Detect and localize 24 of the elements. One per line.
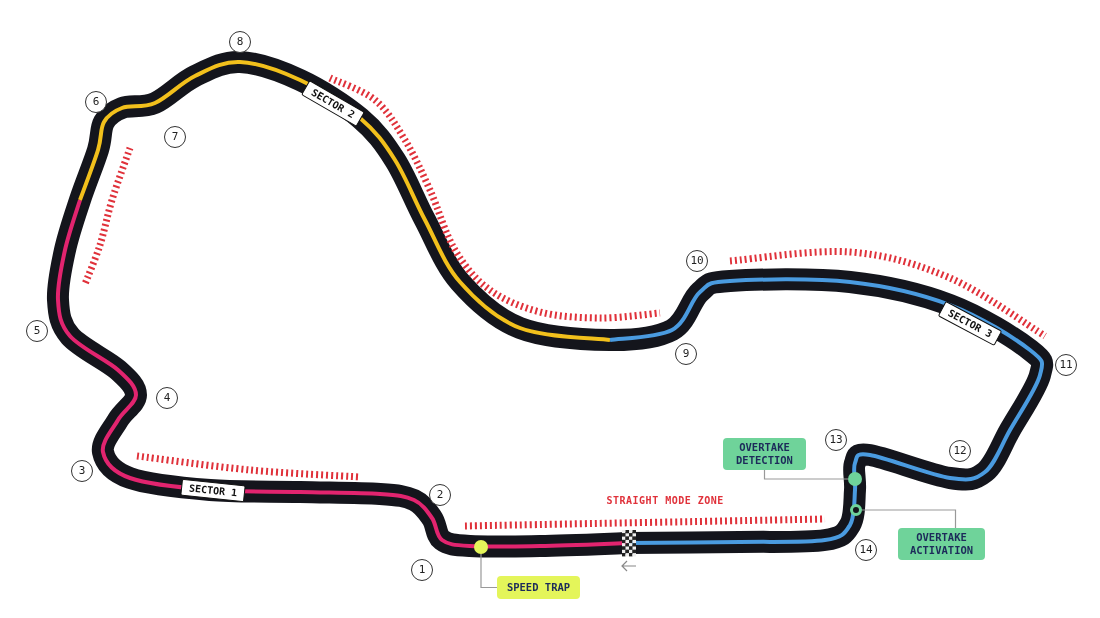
turn-number: 2: [429, 484, 451, 506]
zone-label: STRAIGHT MODE ZONE: [606, 494, 724, 506]
turn-number: 14: [855, 539, 877, 561]
leader-line: [861, 509, 957, 529]
turn-number: 4: [156, 387, 178, 409]
turn-number: 12: [949, 440, 971, 462]
turn-number: 6: [85, 91, 107, 113]
turn-number: 5: [26, 320, 48, 342]
marker-ring: [850, 504, 862, 516]
leader-line: [763, 469, 849, 480]
turn-number: 8: [229, 31, 251, 53]
turn-number: 11: [1055, 354, 1077, 376]
turn-number: 1: [411, 559, 433, 581]
leader-line: [480, 553, 498, 589]
turn-number: 10: [686, 250, 708, 272]
turn-number: 9: [675, 343, 697, 365]
callout-box: OVERTAKE ACTIVATION: [898, 528, 985, 560]
marker-dot: [474, 540, 488, 554]
turn-number: 7: [164, 126, 186, 148]
callout-box: OVERTAKE DETECTION: [723, 438, 806, 470]
turn-number: 3: [71, 460, 93, 482]
callout-box: SPEED TRAP: [497, 576, 580, 599]
turn-number: 13: [825, 429, 847, 451]
marker-dot: [848, 472, 862, 486]
